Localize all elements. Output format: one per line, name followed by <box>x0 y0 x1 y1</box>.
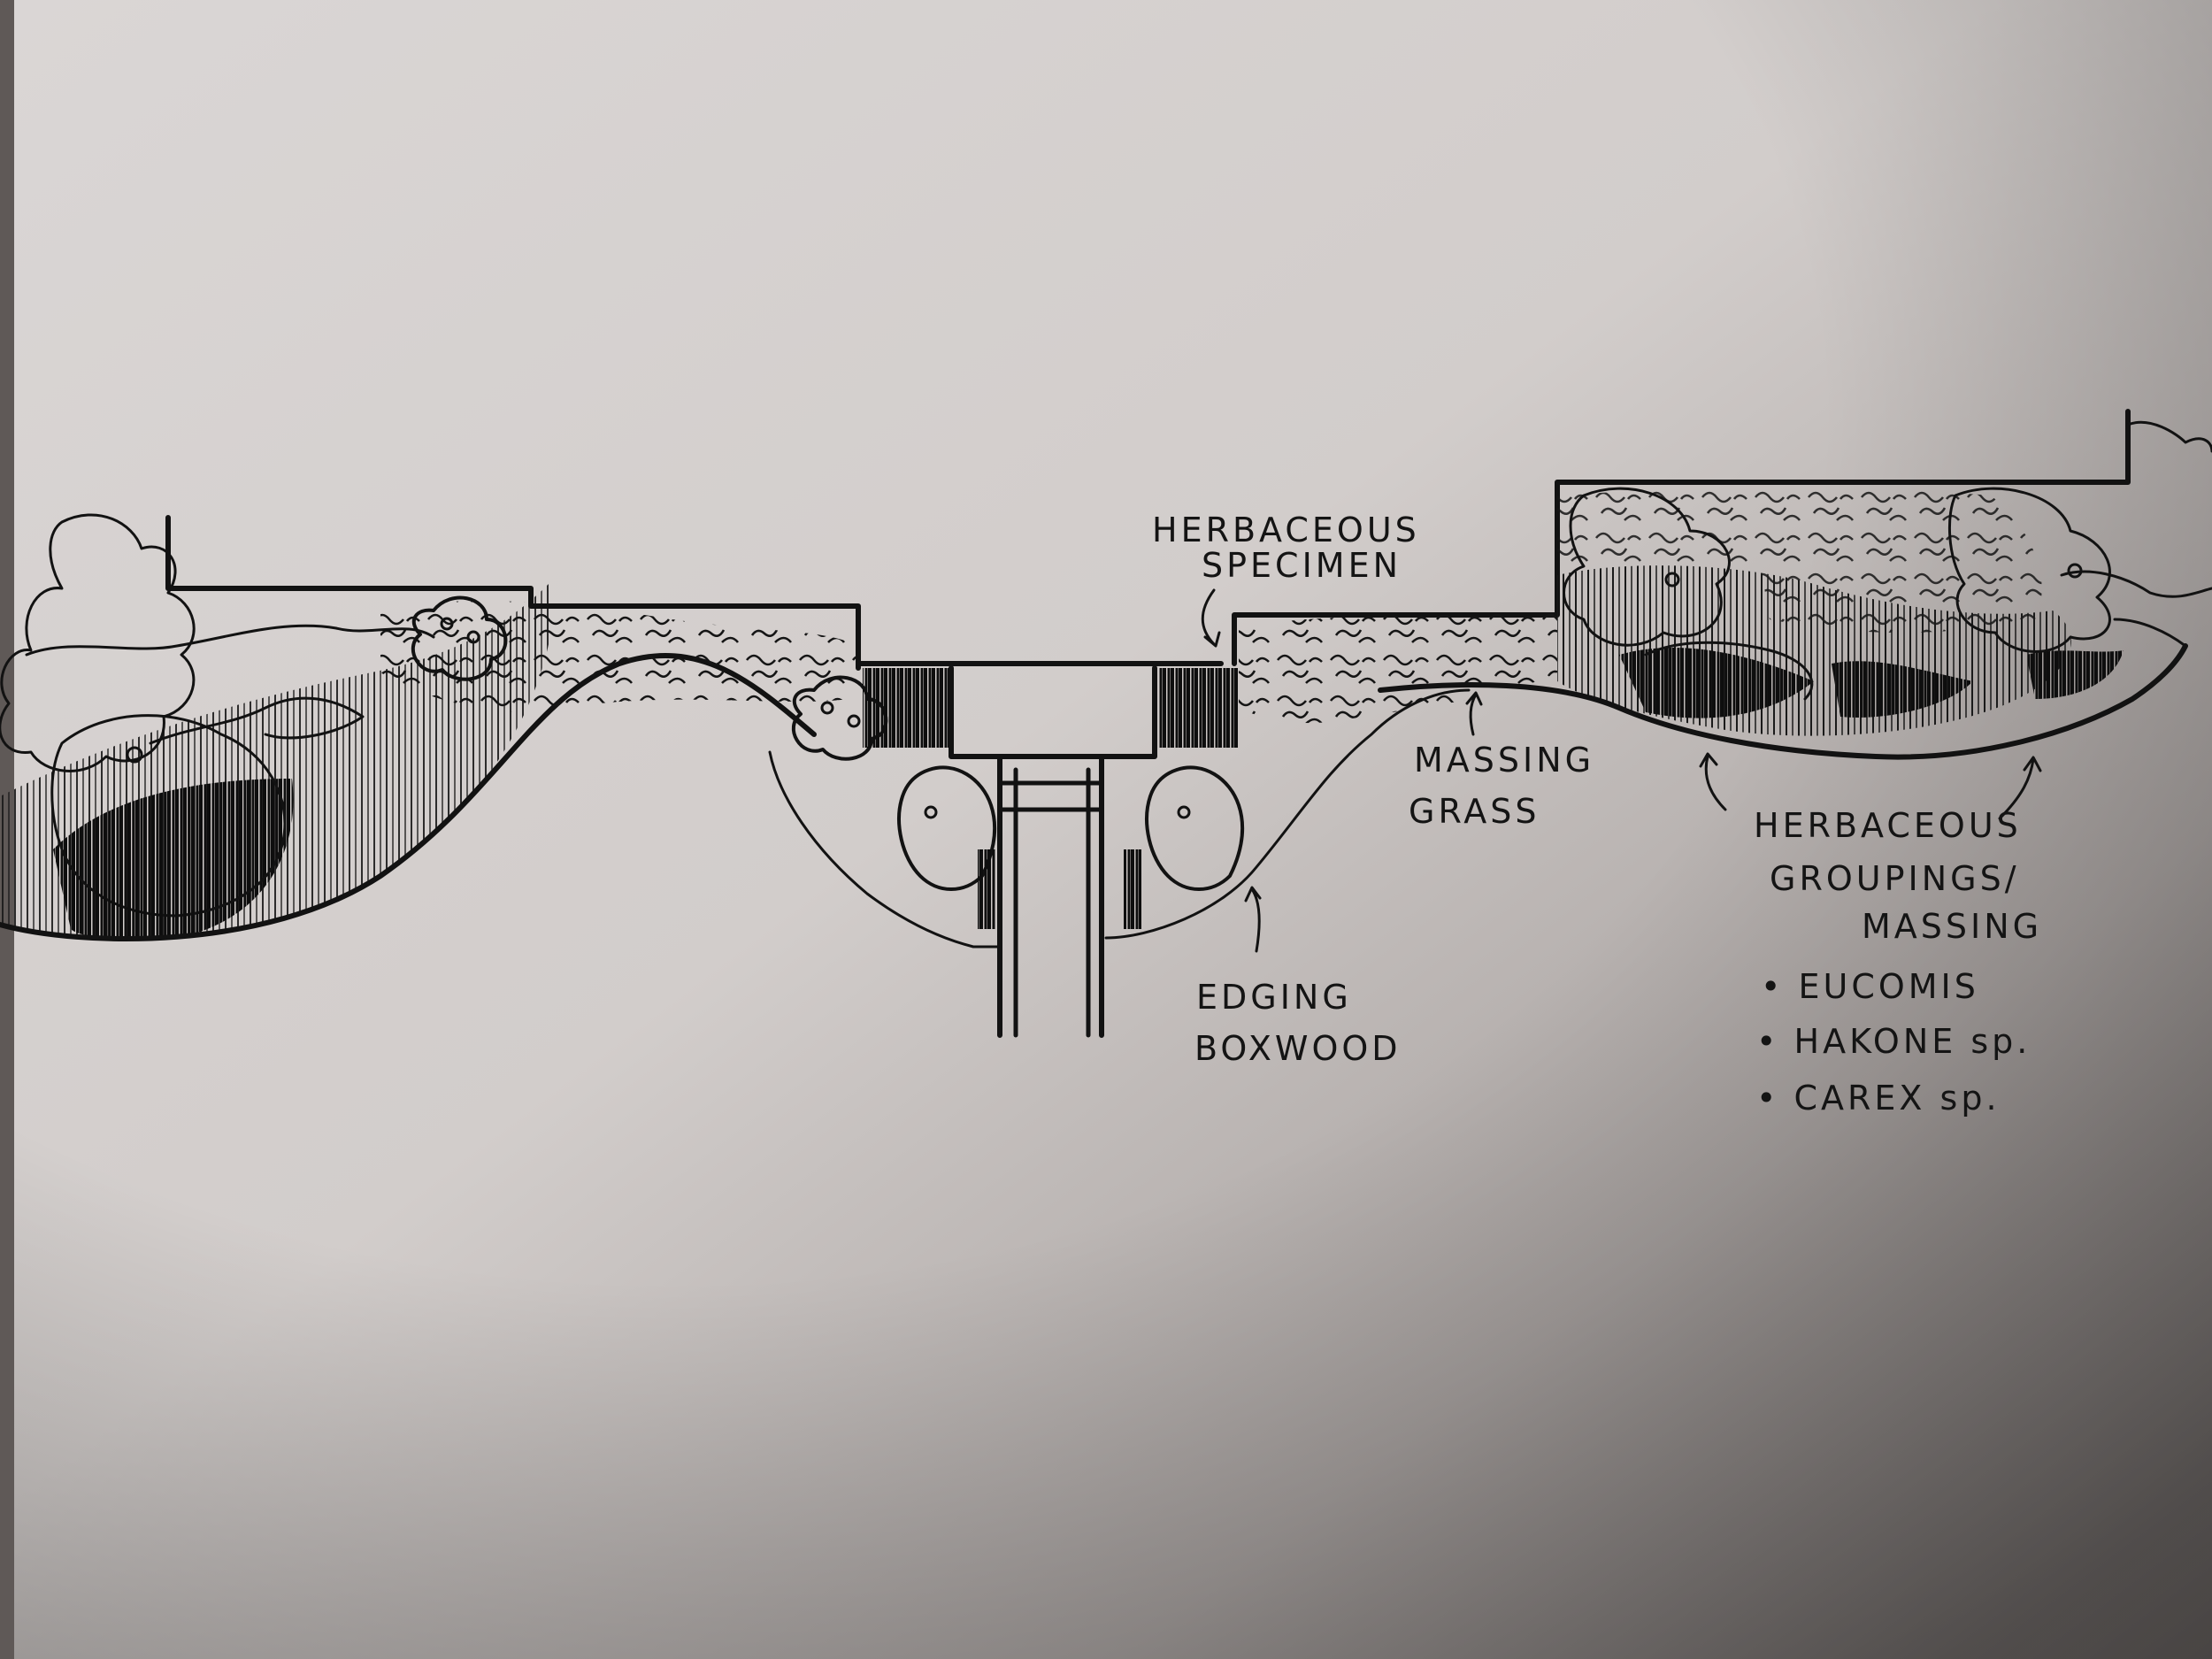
tree-canopy <box>1563 487 1731 647</box>
bed-wall <box>165 515 861 671</box>
label-line: HERBACEOUS <box>1754 806 2022 845</box>
left-planting-bed <box>0 513 888 941</box>
tree-canopy <box>50 714 287 918</box>
shrub-symbol <box>411 595 508 681</box>
plant-list: • EUCOMIS • HAKONE sp. • CAREX sp. <box>1756 967 2031 1118</box>
entry-platform <box>949 665 1157 759</box>
boxwood-edging <box>768 750 1002 949</box>
plant-list-item: • CAREX sp. <box>1756 1079 2001 1118</box>
leader-arrow <box>1201 588 1221 648</box>
label-herbaceous-specimen: HERBACEOUS SPECIMEN <box>1152 511 1420 585</box>
label-massing-grass: MASSING GRASS <box>1409 741 1594 831</box>
label-line: GROUPINGS/ <box>1770 859 2020 898</box>
label-line: MASSING <box>1862 907 2042 946</box>
label-line: HERBACEOUS <box>1152 511 1420 549</box>
leader-arrows <box>1201 588 2042 953</box>
steps <box>997 767 1104 1038</box>
tree-canopy <box>1145 765 1245 891</box>
label-edging-boxwood: EDGING BOXWOOD <box>1194 978 1402 1068</box>
leader-arrow <box>1998 756 2042 820</box>
tree-canopy <box>1948 487 2111 653</box>
label-line: EDGING <box>1196 978 1352 1017</box>
plant-list-item: • EUCOMIS <box>1761 967 1979 1006</box>
label-herbaceous-groupings: HERBACEOUS GROUPINGS/ MASSING <box>1754 806 2042 946</box>
leader-arrow <box>1465 691 1483 736</box>
leader-arrow <box>1244 886 1262 953</box>
plant-list-item: • HAKONE sp. <box>1756 1022 2031 1061</box>
label-line: GRASS <box>1409 792 1540 831</box>
label-line: SPECIMEN <box>1202 546 1402 585</box>
tree-canopy <box>897 765 997 891</box>
central-entry <box>768 661 1471 1038</box>
tree-canopy <box>0 513 196 772</box>
label-line: MASSING <box>1414 741 1594 780</box>
leader-arrow <box>1699 752 1727 811</box>
label-line: BOXWOOD <box>1194 1029 1402 1068</box>
